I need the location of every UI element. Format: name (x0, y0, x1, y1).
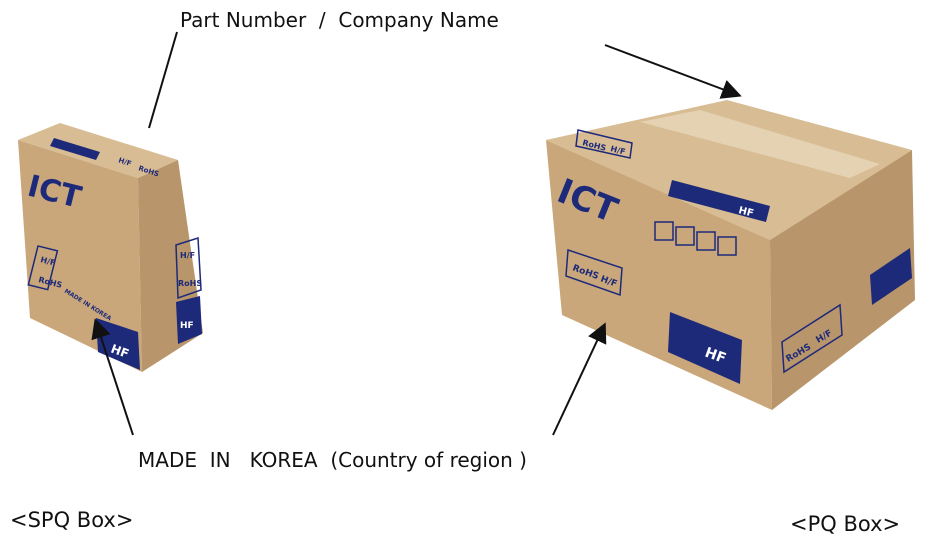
spq-front-rohs-stamp: H/F RoHS (27, 245, 63, 291)
svg-text:H/F: H/F (610, 144, 627, 156)
part-number-company-name-label: Part Number / Company Name (180, 8, 499, 32)
spq-box-side (138, 160, 203, 372)
pq-handling-symbols (654, 221, 737, 256)
pq-box-tape (640, 110, 880, 178)
pq-top-rohs-stamp: RoHS H/F (575, 129, 633, 159)
spq-box-label: <SPQ Box> (10, 508, 134, 532)
pq-box: ICT RoHS H/F HF RoHS H/F HF (546, 100, 915, 410)
arrow-to-spq-made-in (91, 318, 134, 436)
svg-text:H/F: H/F (180, 251, 195, 260)
pq-front-hf-logo: HF (668, 312, 742, 384)
svg-text:HF: HF (109, 342, 131, 361)
spq-box-front (18, 140, 142, 372)
spq-box-top (18, 123, 178, 178)
svg-text:RoHS: RoHS (178, 279, 202, 288)
arrow-to-pq-top (604, 44, 742, 99)
spq-box: ICT H/F RoHS MADE IN KOREA HF H/F RoHS H… (18, 123, 203, 372)
pq-box-top (546, 100, 912, 240)
pq-top-hf-logo: HF (668, 180, 770, 222)
spq-side-hf-logo: HF (176, 296, 202, 344)
pq-box-label: <PQ Box> (790, 512, 901, 536)
svg-text:H/F: H/F (40, 255, 57, 267)
pq-box-side (770, 150, 915, 410)
made-in-korea-label: MADE IN KOREA (Country of region ) (138, 448, 527, 472)
arrow-to-spq-top (148, 31, 178, 129)
arrow-to-pq-made-in (552, 322, 607, 436)
spq-side-rohs-stamp: H/F RoHS (175, 236, 202, 300)
svg-text:HF: HF (737, 205, 754, 219)
svg-text:HF: HF (703, 345, 728, 367)
svg-text:HF: HF (180, 321, 194, 331)
svg-text:H/F: H/F (117, 156, 132, 168)
pq-side-hf-logo (870, 248, 912, 305)
